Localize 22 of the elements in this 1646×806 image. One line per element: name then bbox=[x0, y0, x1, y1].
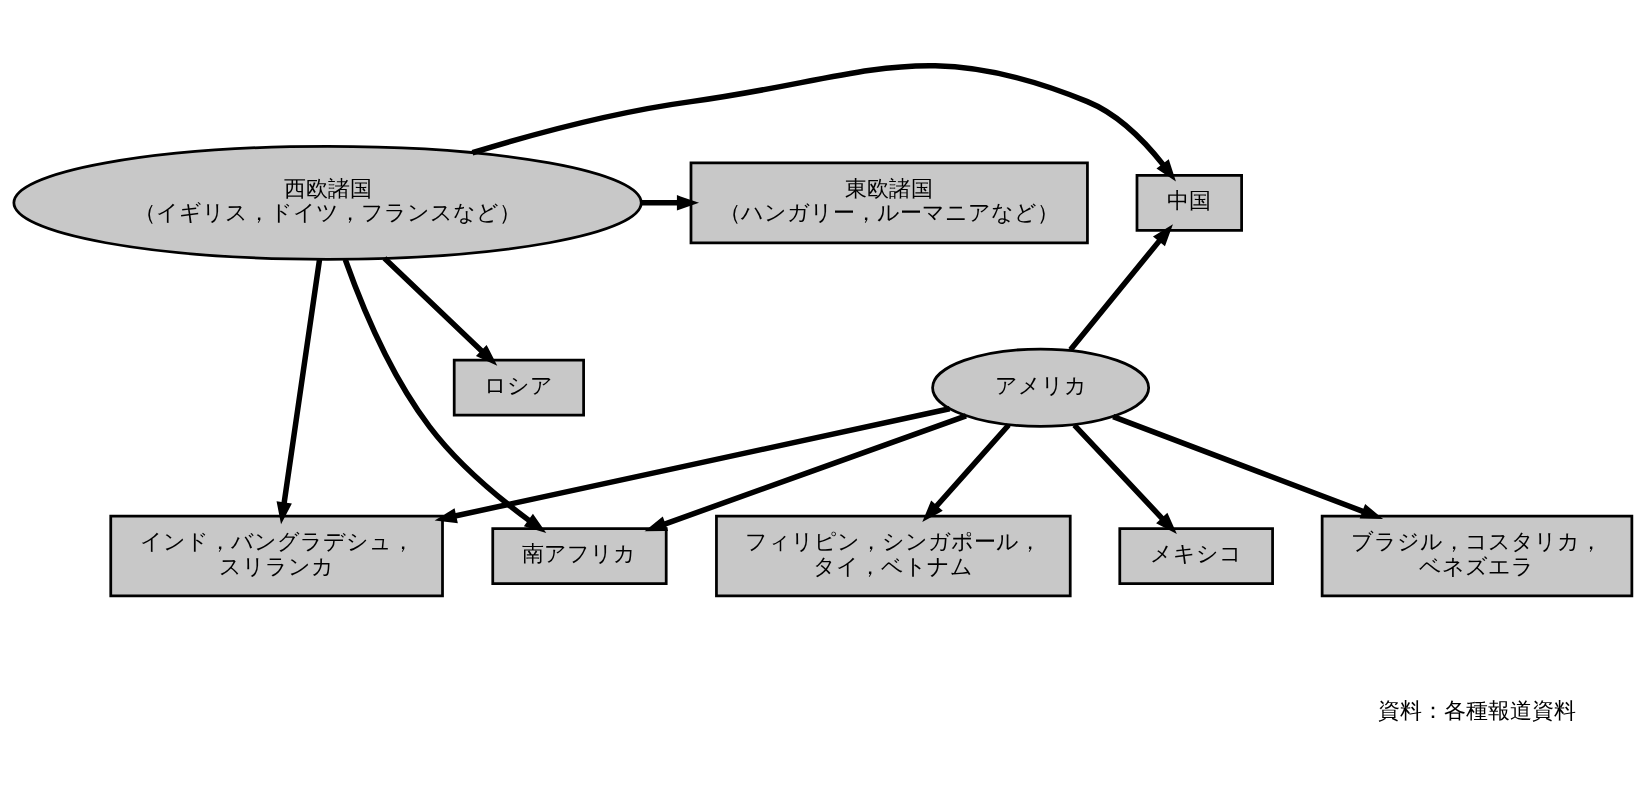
arrow bbox=[922, 423, 1011, 523]
node-box: 東欧諸国 （ハンガリー，ルーマニアなど） bbox=[689, 161, 1089, 245]
node-box: メキシコ bbox=[1118, 527, 1274, 585]
label: 資料：各種報道資料 bbox=[1378, 698, 1576, 724]
arrow bbox=[342, 258, 547, 533]
arrow bbox=[644, 413, 967, 532]
arrow bbox=[1112, 414, 1384, 520]
arrow bbox=[1068, 224, 1173, 352]
node-ellipse: 西欧諸国 （イギリス，ドイツ，フランスなど） bbox=[12, 145, 643, 261]
node-box: ブラジル，コスタリカ，ベネズエラ bbox=[1320, 514, 1634, 598]
arrow bbox=[471, 63, 1176, 182]
node-box: 中国 bbox=[1135, 173, 1243, 232]
node-box: 南アフリカ bbox=[491, 527, 668, 585]
arrow bbox=[434, 406, 951, 524]
node-ellipse: アメリカ bbox=[931, 347, 1151, 428]
node-box: インド，バングラデシュ，スリランカ bbox=[109, 514, 444, 598]
arrow bbox=[641, 195, 700, 211]
node-box: フィリピン，シンガポール，タイ，ベトナム bbox=[715, 514, 1072, 598]
arrow bbox=[1072, 423, 1177, 535]
arrow bbox=[382, 256, 498, 366]
arrow bbox=[276, 258, 323, 525]
node-box: ロシア bbox=[452, 358, 585, 417]
